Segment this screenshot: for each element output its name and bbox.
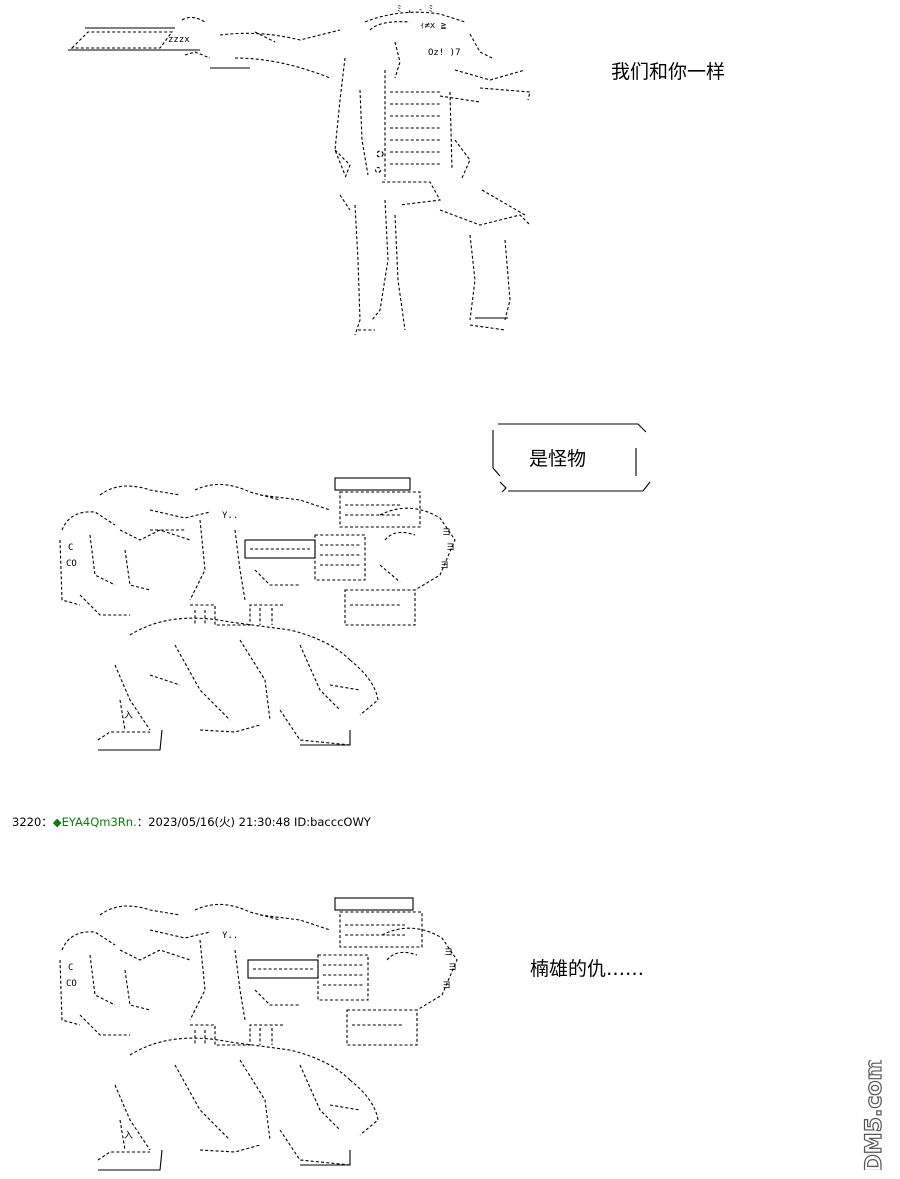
trip-diamond: ◆ <box>52 815 62 829</box>
dm5-watermark-logo: DM5.com <box>861 1060 887 1170</box>
svg-text:ヨ: ヨ <box>440 561 449 571</box>
svg-text:Y..: Y.. <box>222 511 238 521</box>
post-id: ID:bacccOWY <box>293 815 371 829</box>
pizza-label: zzzx <box>168 35 190 45</box>
svg-text:C: C <box>68 963 73 973</box>
svg-text:Oz! )7: Oz! )7 <box>428 48 461 58</box>
panel-1: zzzx ﾐ , - ﾐ ｨ≠x ≧ Oz! )7 <box>0 0 900 370</box>
watermark-text: DM5.com <box>862 1060 887 1170</box>
post-number: 3220 <box>12 815 42 829</box>
svg-text:CO: CO <box>66 979 77 989</box>
panel-2: C CO Y.. ヨ <box>0 400 900 780</box>
monster-art-bottom: C CO Y.. ヨ ヨ ヨ <box>59 897 458 1171</box>
svg-text:ヨ: ヨ <box>442 981 451 991</box>
svg-text:CO: CO <box>66 559 77 569</box>
svg-text:ﾐ , - ﾐ: ﾐ , - ﾐ <box>397 5 433 15</box>
svg-text:ヨ: ヨ <box>442 528 451 538</box>
speech-bubble <box>492 423 651 493</box>
trip-code: EYA4Qm3Rn. <box>61 815 137 829</box>
caption-1: 我们和你一样 <box>611 61 726 83</box>
svg-text:入: 入 <box>124 710 133 721</box>
post-separator: ： <box>41 815 53 829</box>
caption-2: 是怪物 <box>529 448 587 470</box>
svg-text:C: C <box>68 543 73 553</box>
svg-text:ヨ: ヨ <box>444 948 453 958</box>
panel-3: C CO Y.. ヨ ヨ ヨ <box>0 830 900 1179</box>
meta-separator: ： <box>136 815 149 829</box>
svg-text:入: 入 <box>124 1130 133 1141</box>
svg-text:ヨ: ヨ <box>448 963 457 973</box>
svg-text:Y..: Y.. <box>222 931 238 941</box>
monster-art-top: C CO Y.. ヨ <box>59 477 456 751</box>
svg-text:ヨ: ヨ <box>446 543 455 553</box>
standing-figure-art: zzzx ﾐ , - ﾐ ｨ≠x ≧ Oz! )7 <box>68 5 531 336</box>
post-header: 3220：◆EYA4Qm3Rn.：2023/05/16(火) 21:30:48 … <box>12 814 371 830</box>
caption-3: 楠雄的仇…… <box>530 958 645 980</box>
svg-text:ｨ≠x ≧: ｨ≠x ≧ <box>420 21 447 31</box>
post-datetime: 2023/05/16(火) 21:30:48 <box>148 815 291 829</box>
